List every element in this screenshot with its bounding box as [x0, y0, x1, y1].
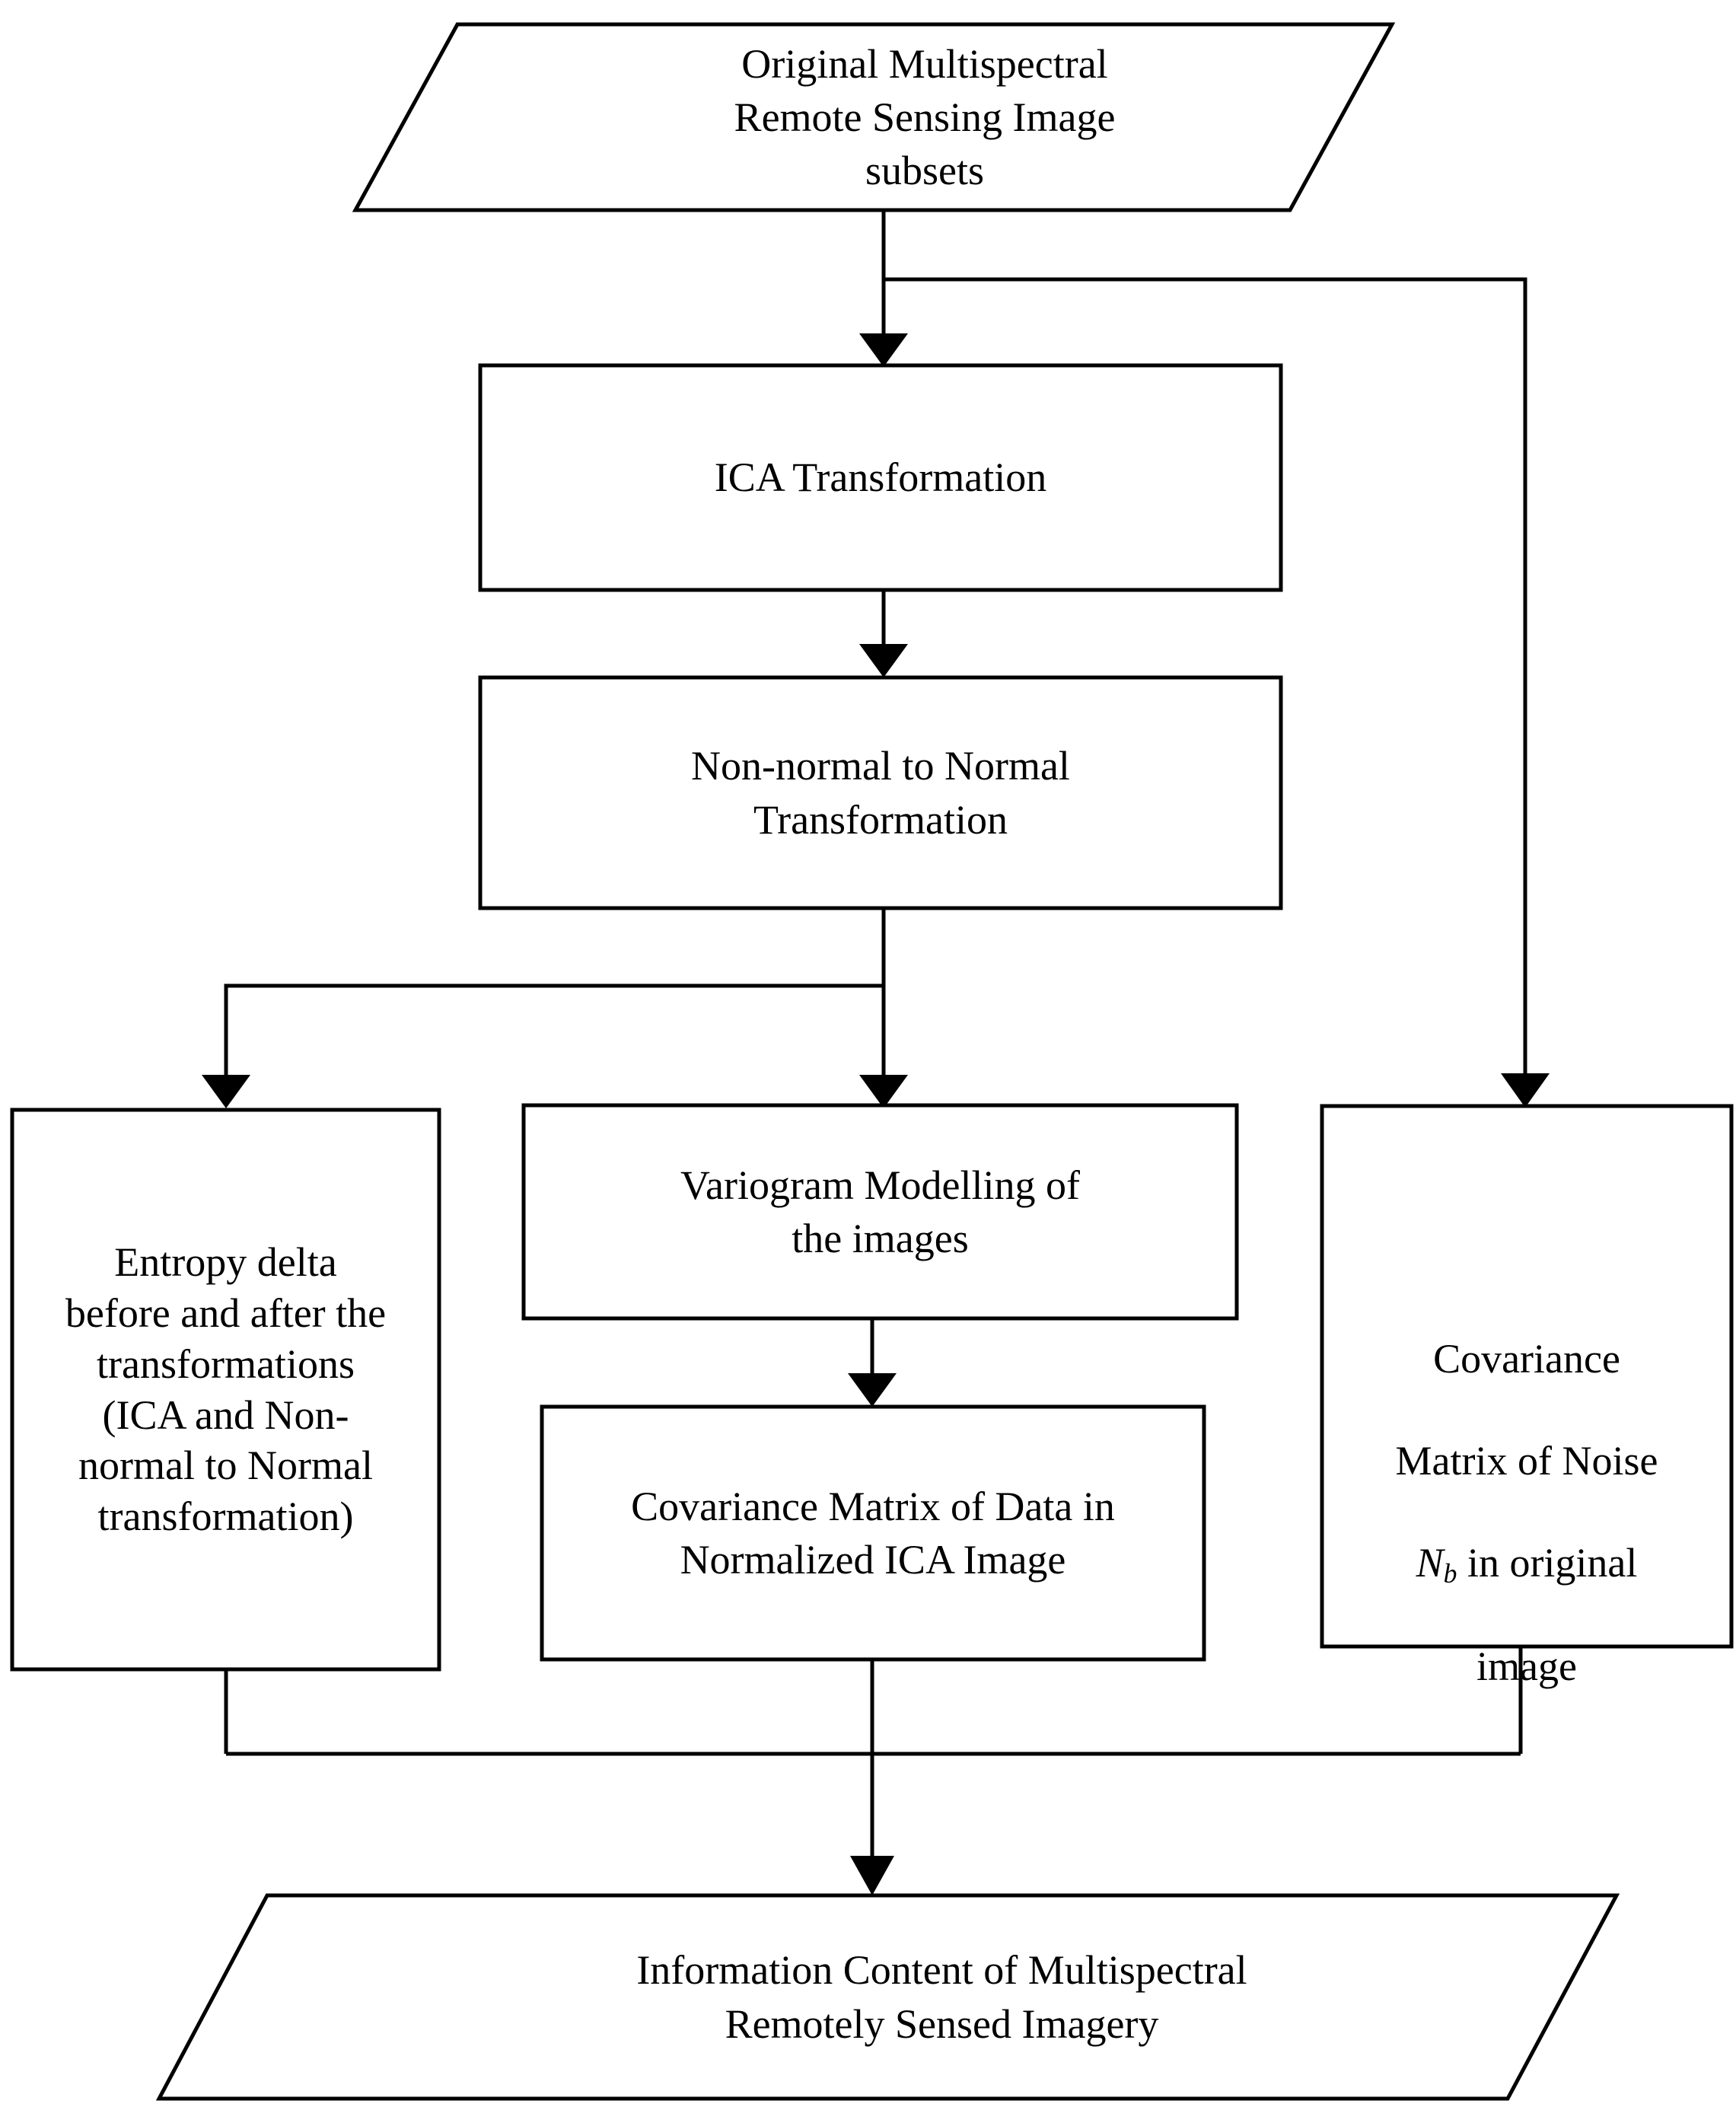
node-output-shape[interactable]: [155, 1893, 1620, 2101]
edge-nonnormal-to-entropy-line: [224, 983, 884, 1089]
edge-input-to-ica-arrowhead: [859, 333, 908, 367]
node-entropy-shape[interactable]: [10, 1108, 441, 1672]
edge-input-to-covnoise-arrowhead: [1501, 1073, 1550, 1108]
edge-nonnormal-to-entropy-arrowhead: [202, 1075, 250, 1108]
edge-variogram-to-covdata-arrowhead: [848, 1373, 897, 1407]
edge-merge-to-output-arrowhead: [850, 1856, 894, 1895]
node-ica-shape[interactable]: [478, 363, 1283, 592]
node-nonnormal-shape[interactable]: [478, 675, 1283, 910]
node-covnoise-shape[interactable]: [1320, 1104, 1734, 1649]
edge-nonnormal-to-variogram-arrowhead: [859, 1075, 908, 1108]
edge-input-to-covnoise-line: [884, 277, 1527, 1089]
edge-ica-to-nonnormal-arrowhead: [859, 644, 908, 677]
node-variogram-shape[interactable]: [521, 1103, 1239, 1321]
node-covdata-shape[interactable]: [540, 1404, 1206, 1662]
node-input-shape[interactable]: [352, 22, 1396, 212]
